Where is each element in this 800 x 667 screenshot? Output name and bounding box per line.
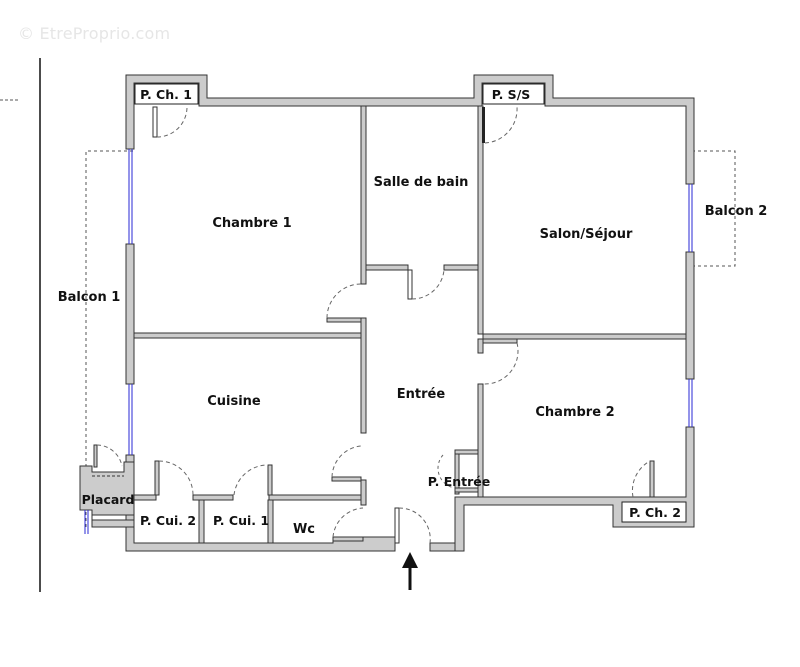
doors xyxy=(92,106,655,544)
interior-walls xyxy=(133,105,687,544)
balcon-2-outline xyxy=(688,150,736,267)
outer-walls xyxy=(79,74,695,552)
balcony-label-balcon-1: Balcon 1 xyxy=(58,290,121,305)
closet-label-p-cui-1: P. Cui. 1 xyxy=(213,513,269,528)
balcony-label-balcon-2: Balcon 2 xyxy=(705,204,768,219)
room-label-wc: Wc xyxy=(293,522,315,537)
closet-label-p-entree: P. Entrée xyxy=(428,474,491,489)
closet-label-placard: Placard xyxy=(82,492,135,507)
room-label-chambre-1: Chambre 1 xyxy=(212,216,291,231)
closet-label-p-ch-2: P. Ch. 2 xyxy=(629,505,681,520)
closet-label-p-ss: P. S/S xyxy=(492,87,531,102)
room-label-chambre-2: Chambre 2 xyxy=(535,405,614,420)
closet-label-p-ch-1: P. Ch. 1 xyxy=(140,87,192,102)
entrance-arrow-icon xyxy=(402,552,418,590)
closet-boxes xyxy=(134,83,687,523)
room-label-cuisine: Cuisine xyxy=(207,394,261,409)
room-label-entree: Entrée xyxy=(397,387,446,402)
windows xyxy=(84,149,693,534)
room-label-salle-de-bain: Salle de bain xyxy=(374,175,469,190)
room-label-salon-sejour: Salon/Séjour xyxy=(540,227,633,242)
watermark: © EtreProprio.com xyxy=(18,24,171,43)
closet-label-p-cui-2: P. Cui. 2 xyxy=(140,513,196,528)
